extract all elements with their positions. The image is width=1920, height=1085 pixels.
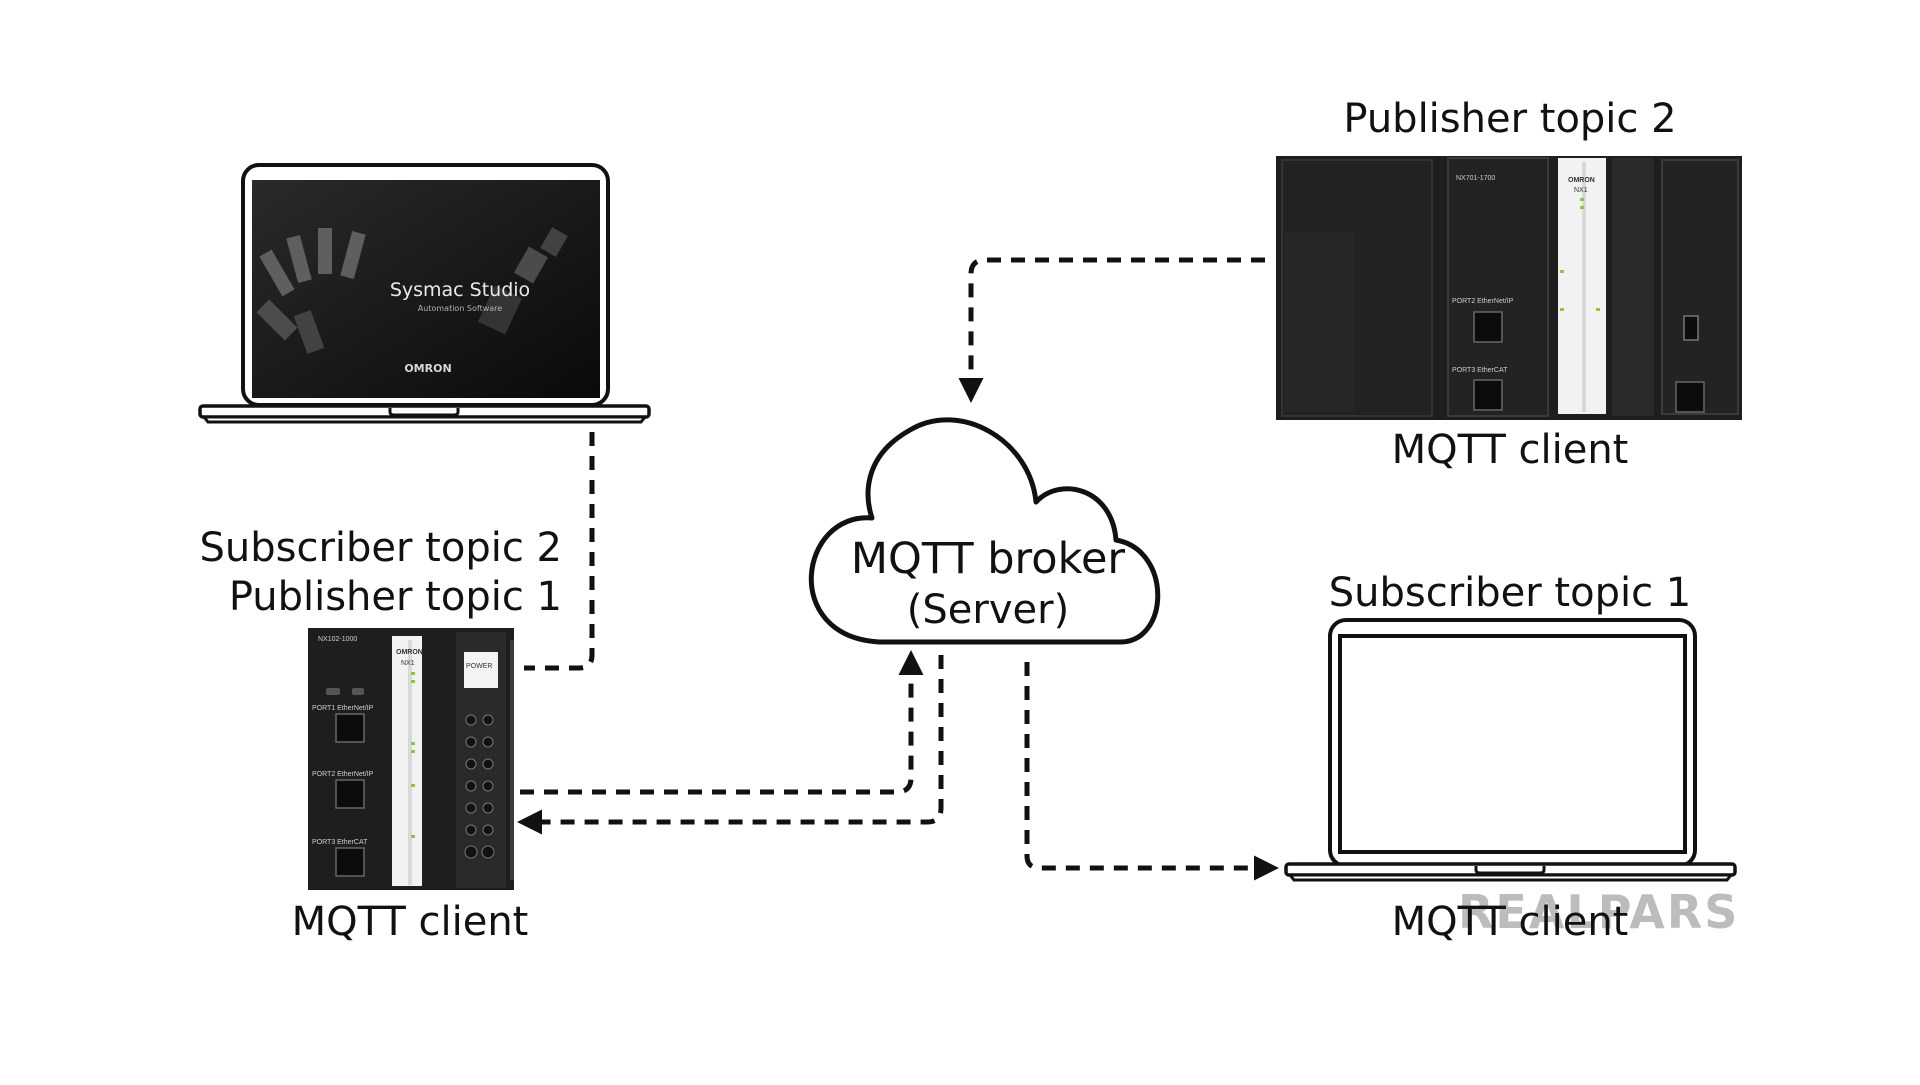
plc-left-port3-jack [335, 847, 365, 877]
plc-right-device: NX701-1700 PORT2 EtherNet/IP PORT3 Ether… [1276, 156, 1742, 420]
broker-subtitle: (Server) [907, 587, 1069, 633]
connector-broker-to-laptop-right [1024, 662, 1279, 881]
laptop-sysmac: Sysmac Studio Automation Software OMRON [198, 163, 651, 424]
plc-left-device: NX102-1000 PORT1 EtherNet/IP PORT2 Ether… [308, 628, 514, 890]
plc-left-port2-jack [335, 779, 365, 809]
sysmac-brand: OMRON [404, 362, 451, 375]
laptop-subscriber [1284, 618, 1737, 882]
realpars-watermark: REALPARS [1458, 885, 1739, 939]
cloud-shape [808, 417, 1161, 645]
plc-left-port1-jack [335, 713, 365, 743]
label-right-subscriber-topic1: Subscriber topic 1 [1329, 570, 1692, 616]
label-right-publisher-topic2: Publisher topic 2 [1343, 96, 1676, 142]
sysmac-splash-art [256, 227, 568, 354]
plc-right-usb-port [1683, 315, 1699, 341]
plc-right-port-jack-3 [1675, 381, 1705, 413]
connector-laptop-to-plc-left [524, 432, 595, 671]
sysmac-app-subtitle: Automation Software [418, 304, 502, 313]
plc-right-port3-jack [1473, 379, 1503, 411]
plc-right-leds [1560, 198, 1600, 311]
label-left-subscriber-topic2: Subscriber topic 2 [200, 525, 563, 571]
laptop-bottom [200, 415, 649, 424]
plc-right-port2-label: PORT2 EtherNet/IP [1452, 298, 1514, 305]
plc-right-model: NX701-1700 [1456, 175, 1495, 182]
connector-broker-to-plc-left [517, 655, 944, 835]
plc-left-center-strip [392, 636, 422, 886]
plc-left-model: NX102-1000 [318, 636, 357, 643]
plc-left-port3-label: PORT3 EtherCAT [312, 839, 368, 846]
sysmac-app-name: Sysmac Studio [390, 279, 530, 301]
label-left-mqtt-client: MQTT client [292, 899, 529, 945]
connector-plc-right-to-broker [958, 257, 1265, 403]
laptop-screen [252, 180, 600, 398]
plc-left-power-label: POWER [466, 663, 492, 670]
broker-title: MQTT broker [851, 534, 1126, 584]
plc-right-port2-jack [1473, 311, 1503, 343]
plc-right-brand: OMRON [1568, 177, 1595, 184]
plc-left-port2-label: PORT2 EtherNet/IP [312, 771, 374, 778]
label-left-publisher-topic1: Publisher topic 1 [229, 574, 562, 620]
plc-left-port1-label: PORT1 EtherNet/IP [312, 705, 374, 712]
plc-left-brand: OMRON [396, 649, 423, 656]
label-right-bottom-mqtt-client: MQTT client [1392, 899, 1629, 945]
plc-right-port3-label: PORT3 EtherCAT [1452, 367, 1508, 374]
plc-left-power-window [464, 652, 498, 688]
connector-plc-left-to-broker [520, 650, 924, 795]
plc-left-leds [411, 672, 415, 838]
connectors [517, 257, 1279, 881]
label-right-top-mqtt-client: MQTT client [1392, 427, 1629, 473]
plc-left-series: NX1 [401, 660, 415, 667]
laptop-subscriber-screen [1338, 634, 1687, 854]
plc-left-terminals [464, 714, 495, 859]
plc-right-series: NX1 [1574, 187, 1588, 194]
laptop-notch [388, 408, 460, 417]
broker-cloud: MQTT broker (Server) [808, 417, 1161, 645]
